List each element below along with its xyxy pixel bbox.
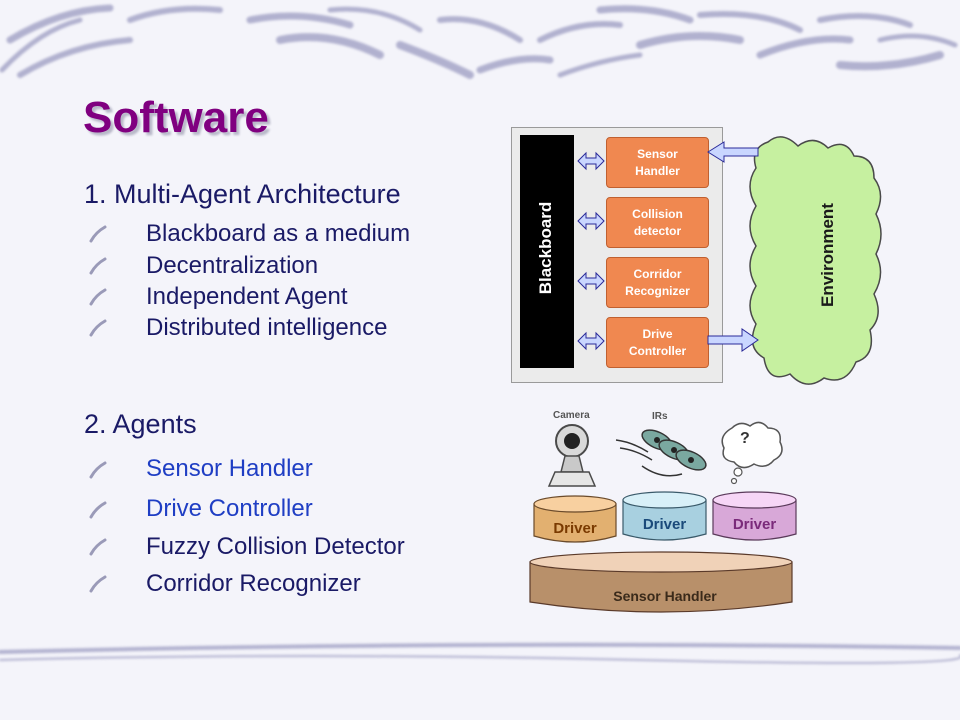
driver-cylinder — [533, 495, 617, 543]
double-arrow-icon — [577, 211, 605, 231]
blackboard-panel — [520, 135, 574, 368]
driver-cylinder — [622, 491, 707, 541]
bullet-stroke-icon — [89, 225, 107, 243]
bullet-item: Decentralization — [146, 252, 319, 279]
environment-label: Environment — [818, 203, 837, 307]
irs-label: IRs — [652, 411, 668, 422]
bullet-item: Blackboard as a medium — [146, 220, 411, 247]
agent-box-sensor-handler: Sensor Handler — [606, 137, 709, 188]
agent-label: Corridor Recognizer — [625, 267, 690, 298]
bullet-stroke-icon — [89, 319, 107, 337]
section-heading-architecture: 1. Multi-Agent Architecture — [84, 179, 401, 209]
double-arrow-icon — [577, 151, 605, 171]
environment-cloud — [749, 136, 882, 385]
sensor-handler-cylinder — [529, 551, 793, 613]
bullet-item: Corridor Recognizer — [146, 570, 361, 597]
blackboard-label: Blackboard — [536, 201, 555, 295]
bullet-stroke-icon — [89, 575, 107, 593]
bullet-item: Independent Agent — [146, 283, 348, 310]
driver-stack-shapes — [529, 491, 797, 613]
bullet-stroke-icon — [89, 257, 107, 275]
driver-label: Driver — [642, 516, 687, 533]
driver-cylinder — [712, 491, 797, 541]
bullet-item: Sensor Handler — [146, 455, 313, 482]
double-arrow-icon — [577, 271, 605, 291]
agent-box-drive-controller: Drive Controller — [606, 317, 709, 368]
page-title: Software — [83, 93, 269, 142]
bullet-stroke-icon — [89, 538, 107, 556]
controller-to-environment-arrow — [707, 328, 759, 352]
environment-to-sensor-arrow — [707, 141, 759, 163]
driver-label: Driver — [553, 520, 597, 537]
camera-icon — [547, 424, 597, 487]
agent-label: Drive Controller — [628, 327, 687, 358]
agent-box-collision-detector: Collision detector — [606, 197, 709, 248]
diagram-arrows — [577, 141, 759, 352]
thought-label: ? — [740, 430, 750, 447]
camera-label: Camera — [553, 410, 590, 421]
agent-box-corridor-recognizer: Corridor Recognizer — [606, 257, 709, 308]
agent-label: Sensor Handler — [635, 147, 680, 178]
bullet-stroke-icon — [89, 288, 107, 306]
section-heading-agents: 2. Agents — [84, 409, 197, 439]
ir-sensor-icon — [615, 429, 707, 477]
bullet-stroke-icon — [89, 501, 107, 519]
driver-label: Driver — [732, 516, 777, 533]
sensor-handler-label: Sensor Handler — [613, 588, 717, 604]
bullet-stroke-icon — [89, 461, 107, 479]
thought-cloud-icon — [721, 421, 783, 485]
bullet-item: Fuzzy Collision Detector — [146, 533, 405, 560]
double-arrow-icon — [577, 331, 605, 351]
agent-label: Collision detector — [632, 207, 683, 238]
bullet-item: Drive Controller — [146, 495, 313, 522]
bullet-item: Distributed intelligence — [146, 314, 388, 341]
